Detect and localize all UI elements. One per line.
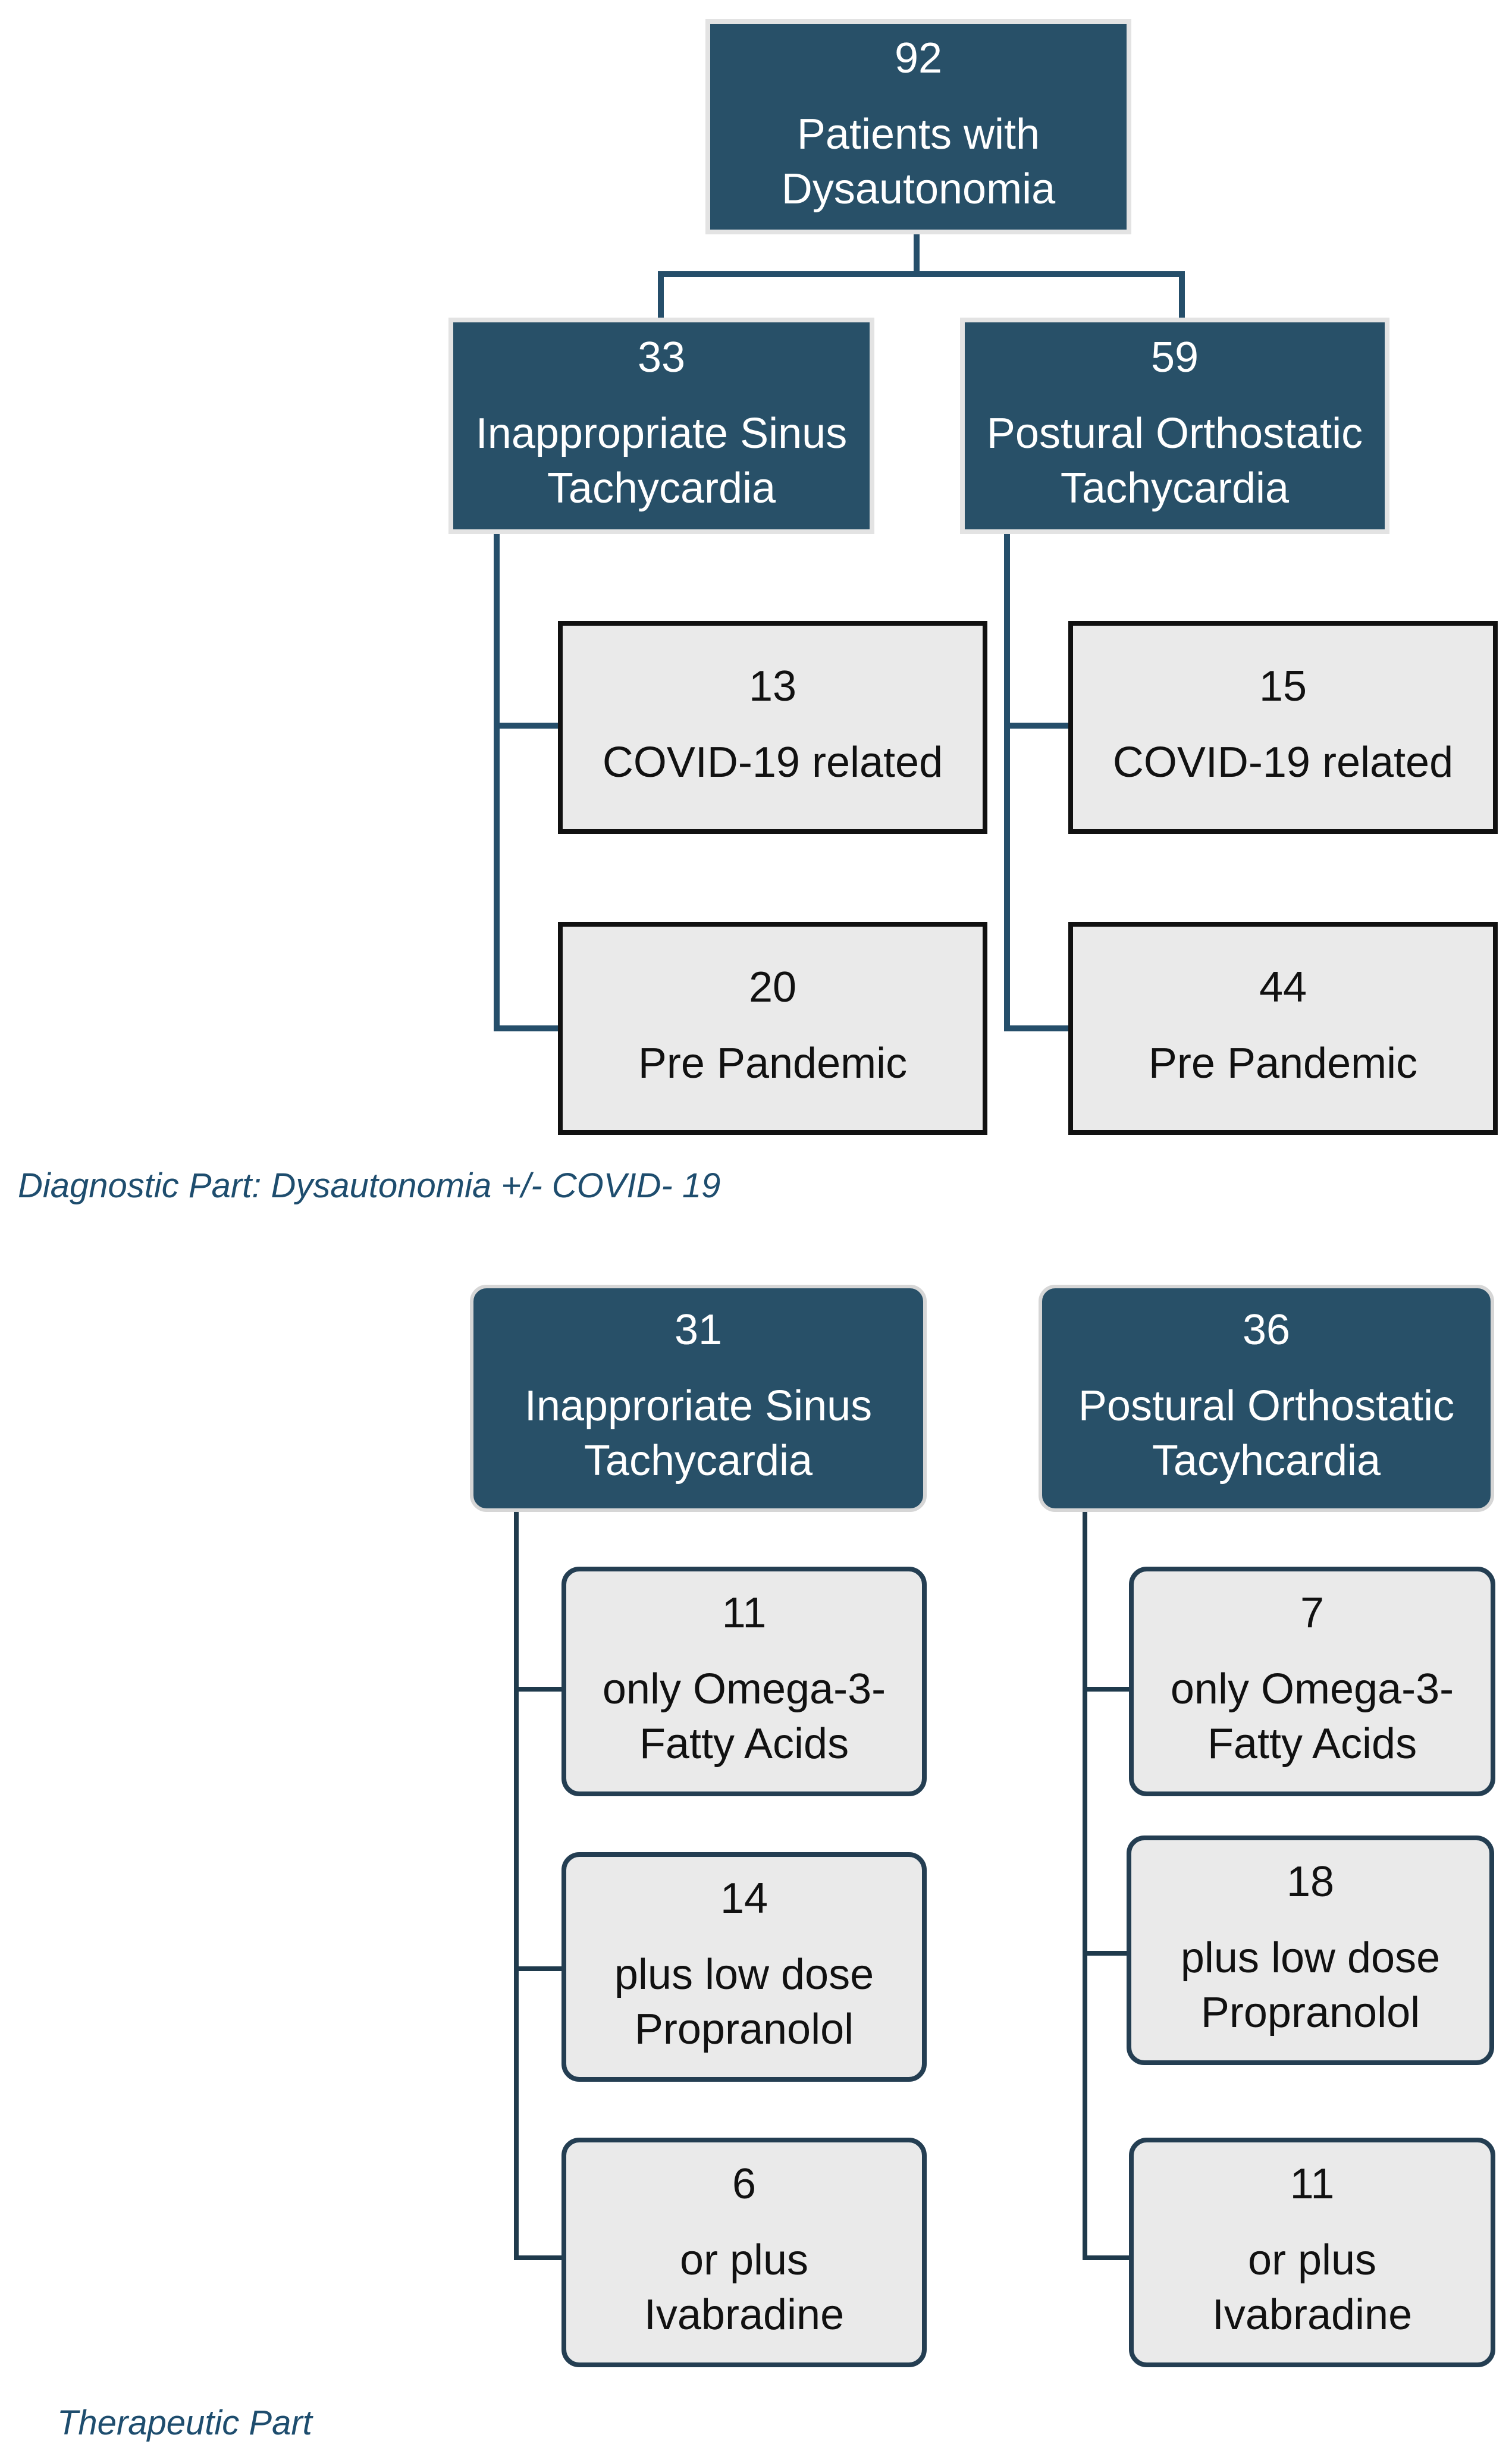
ther-ist-count: 31 — [674, 1306, 723, 1354]
connector-ist-trunk — [494, 533, 500, 1031]
root-patients-box: 92 Patients with Dysautonomia — [710, 24, 1127, 230]
connector-ther-ist-prop — [514, 1966, 564, 1971]
connector-ist-pre — [494, 1025, 559, 1031]
ther-pots-prop-label: plus low dose Propranolol — [1180, 1934, 1441, 2037]
diag-ist-box: 33 Inappropriate Sinus Tachycardia — [453, 322, 870, 529]
ther-pots-prop-count: 18 — [1286, 1858, 1335, 1906]
diag-ist-covid-label: COVID-19 related — [602, 738, 943, 786]
connector-ther-pots-trunk — [1083, 1506, 1087, 2260]
connector-pots-covid — [1004, 723, 1069, 729]
ther-pots-count: 36 — [1242, 1306, 1291, 1354]
ther-pots-prop-box: 18 plus low dose Propranolol — [1127, 1836, 1494, 2065]
ther-pots-omega-label: only Omega-3-Fatty Acids — [1170, 1665, 1454, 1768]
ther-ist-ivab-box: 6 or plus Ivabradine — [561, 2138, 927, 2367]
connector-ther-ist-ivab — [514, 2255, 564, 2260]
diag-ist-pre-label: Pre Pandemic — [638, 1039, 908, 1087]
connector-ist-up — [658, 271, 664, 321]
diag-ist-pre-box: 20 Pre Pandemic — [558, 922, 987, 1135]
ther-ist-prop-count: 14 — [720, 1874, 768, 1922]
diag-pots-pre-box: 44 Pre Pandemic — [1068, 922, 1498, 1135]
ther-ist-label: Inapproriate Sinus Tachycardia — [524, 1382, 873, 1485]
root-label: Patients with Dysautonomia — [781, 110, 1056, 213]
diagnostic-caption: Diagnostic Part: Dysautonomia +/- COVID-… — [18, 1166, 721, 1205]
connector-ther-ist-trunk — [514, 1506, 519, 2260]
ther-ist-box: 31 Inapproriate Sinus Tachycardia — [470, 1285, 927, 1512]
diag-pots-covid-label: COVID-19 related — [1112, 738, 1454, 786]
connector-root-down — [914, 232, 920, 275]
ther-ist-ivab-count: 6 — [732, 2160, 757, 2208]
diag-pots-pre-label: Pre Pandemic — [1148, 1039, 1418, 1087]
diag-ist-pre-count: 20 — [748, 963, 797, 1011]
ther-pots-omega-count: 7 — [1300, 1589, 1325, 1637]
diag-ist-covid-count: 13 — [748, 662, 797, 710]
therapeutic-caption: Therapeutic Part — [57, 2404, 312, 2442]
connector-ther-ist-omega — [514, 1687, 564, 1692]
ther-ist-prop-label: plus low dose Propranolol — [614, 1950, 874, 2053]
diag-pots-covid-box: 15 COVID-19 related — [1068, 621, 1498, 834]
connector-ist-covid — [494, 723, 559, 729]
ther-ist-omega-count: 11 — [722, 1589, 767, 1637]
connector-ther-pots-ivab — [1083, 2255, 1133, 2260]
ther-pots-ivab-box: 11 or plus Ivabradine — [1129, 2138, 1495, 2367]
ther-ist-omega-label: only Omega-3-Fatty Acids — [602, 1665, 886, 1768]
ther-ist-ivab-label: or plus Ivabradine — [644, 2236, 845, 2339]
connector-ther-pots-prop — [1083, 1951, 1133, 1956]
ther-ist-prop-box: 14 plus low dose Propranolol — [561, 1852, 927, 2082]
ther-pots-label: Postural Orthostatic Tacyhcardia — [1078, 1382, 1455, 1485]
ther-pots-ivab-count: 11 — [1290, 2160, 1335, 2208]
connector-pots-trunk — [1004, 533, 1010, 1031]
diag-pots-count: 59 — [1150, 333, 1199, 381]
diag-pots-label: Postural Orthostatic Tachycardia — [986, 409, 1363, 512]
connector-ther-pots-omega — [1083, 1687, 1133, 1692]
root-count: 92 — [894, 34, 943, 82]
diag-ist-label: Inappropriate Sinus Tachycardia — [475, 409, 848, 512]
ther-pots-box: 36 Postural Orthostatic Tacyhcardia — [1039, 1285, 1494, 1512]
connector-pots-up — [1179, 271, 1185, 321]
connector-root-horizontal — [658, 271, 1185, 277]
connector-pots-pre — [1004, 1025, 1069, 1031]
diag-ist-covid-box: 13 COVID-19 related — [558, 621, 987, 834]
ther-pots-ivab-label: or plus Ivabradine — [1212, 2236, 1413, 2339]
diag-pots-covid-count: 15 — [1259, 662, 1307, 710]
ther-pots-omega-box: 7 only Omega-3-Fatty Acids — [1129, 1567, 1495, 1796]
diag-pots-box: 59 Postural Orthostatic Tachycardia — [965, 322, 1385, 529]
diag-ist-count: 33 — [637, 333, 686, 381]
diag-pots-pre-count: 44 — [1259, 963, 1307, 1011]
ther-ist-omega-box: 11 only Omega-3-Fatty Acids — [561, 1567, 927, 1796]
